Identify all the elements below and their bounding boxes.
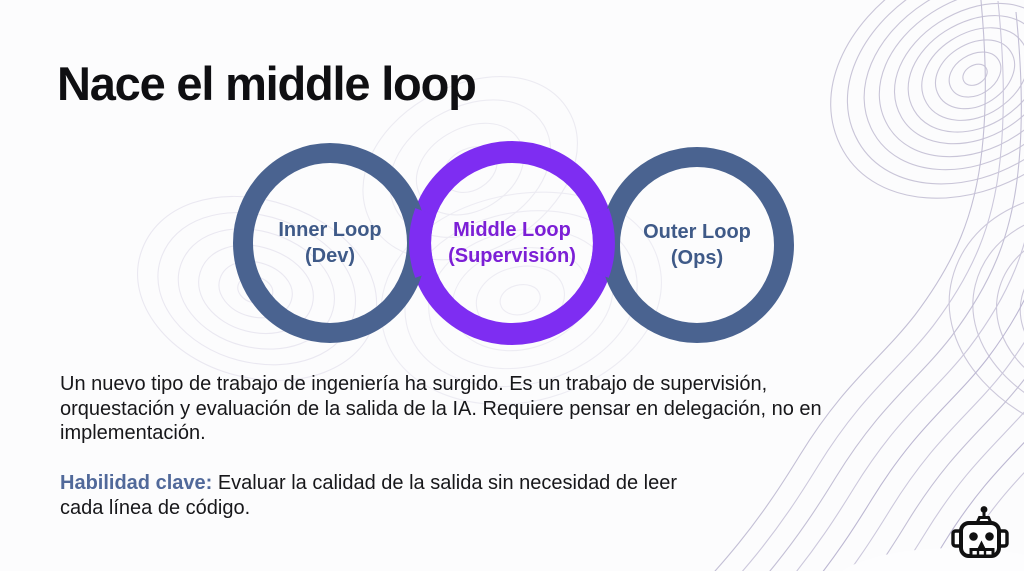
inner-loop-subtitle: (Dev): [304, 245, 355, 267]
paragraph-line: Un nuevo tipo de trabajo de ingeniería h…: [60, 373, 768, 395]
middle-loop-overlap-right: [587, 208, 615, 278]
key-skill-text: Evaluar la calidad de la salida sin nece…: [212, 472, 678, 494]
page-title: Nace el middle loop: [57, 57, 477, 110]
paragraph-line: implementación.: [60, 422, 206, 444]
body-paragraph: Un nuevo tipo de trabajo de ingeniería h…: [60, 372, 822, 446]
inner-loop-title: Inner Loop: [278, 219, 382, 241]
paragraph-line: orquestación y evaluación de la salida d…: [60, 397, 822, 420]
middle-loop-overlap-left: [409, 208, 437, 278]
middle-loop-subtitle: (Supervisión): [448, 245, 576, 267]
key-skill-line: cada línea de código.: [60, 496, 251, 519]
outer-loop-label: Outer Loop (Ops): [597, 219, 797, 271]
middle-loop-label: Middle Loop (Supervisión): [412, 217, 612, 269]
key-skill-paragraph: Habilidad clave: Evaluar la calidad de l…: [60, 471, 677, 520]
key-skill-label: Habilidad clave:: [60, 472, 213, 494]
outer-loop-subtitle: (Ops): [670, 247, 724, 269]
inner-loop-label: Inner Loop (Dev): [230, 217, 430, 269]
key-skill-line: Habilidad clave: Evaluar la calidad de l…: [60, 471, 677, 496]
middle-loop-title: Middle Loop: [453, 219, 571, 241]
outer-loop-title: Outer Loop: [643, 221, 751, 243]
robot-icon: [951, 506, 1009, 558]
